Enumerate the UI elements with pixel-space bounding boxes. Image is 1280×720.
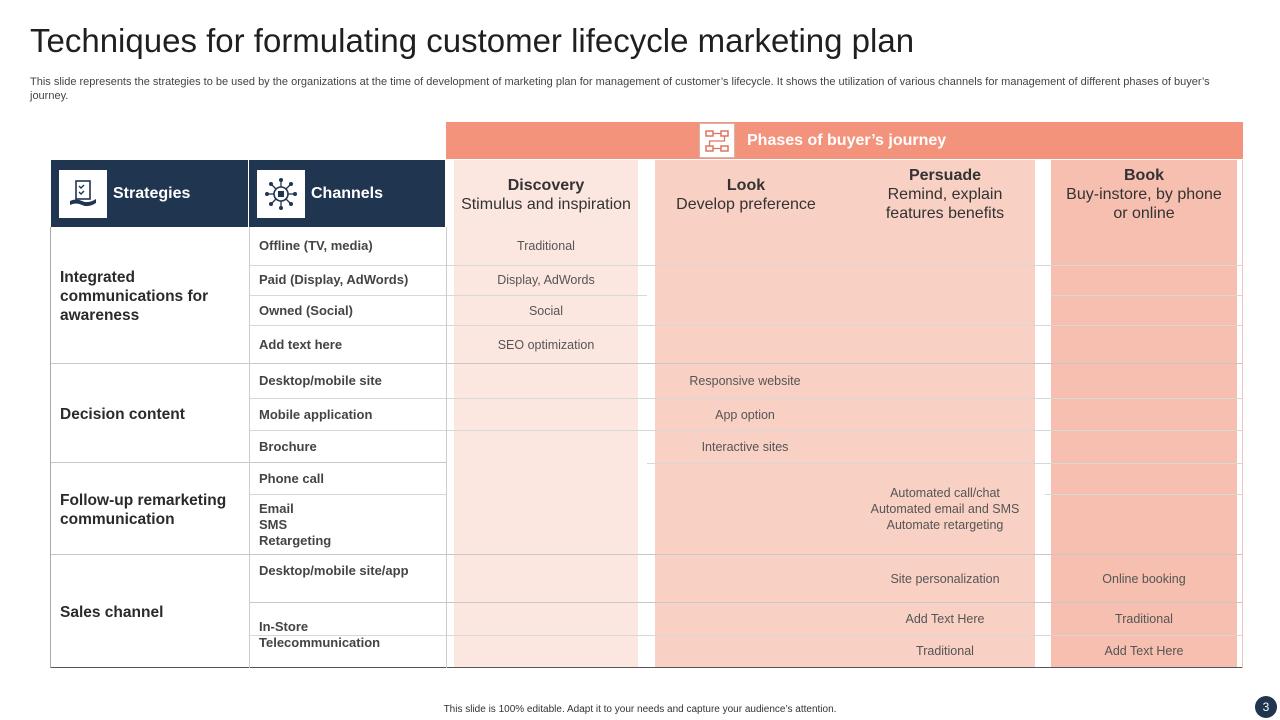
row-divider [647, 463, 1243, 464]
cell-book-add-text: Add Text Here [1104, 644, 1184, 658]
channels-header: Channels [249, 160, 446, 227]
cell-persuade-automation: Automated call/chat Automated email and … [870, 486, 1020, 532]
channel-desktop-mobile-site-app: Desktop/mobile site/app [259, 563, 409, 578]
phase-book: Book Buy-instore, by phone or online [1051, 166, 1237, 223]
channel-mobile-application: Mobile application [259, 407, 373, 422]
cell-discovery-social: Social [528, 304, 564, 318]
phase-persuade-name: Persuade [908, 167, 982, 184]
row-divider [249, 295, 647, 296]
phase-persuade: Persuade Remind, explain features benefi… [845, 166, 1045, 223]
channel-in-store-telecommunication: In-Store Telecommunication [259, 619, 381, 650]
cell-discovery-display: Display, AdWords [497, 273, 595, 287]
channel-phone-call: Phone call [259, 471, 325, 486]
row-divider [249, 265, 1243, 266]
phase-discovery-sub: Stimulus and inspiration [461, 196, 631, 213]
channel-email-sms-retargeting: Email SMS Retargeting [259, 501, 332, 548]
row-divider [1045, 494, 1243, 495]
cell-look-responsive-website: Responsive website [689, 374, 801, 388]
channel-add-text: Add text here [259, 337, 343, 352]
phase-book-sub2: or online [1113, 205, 1175, 222]
channel-offline: Offline (TV, media) [259, 238, 373, 253]
cell-look-interactive-sites: Interactive sites [701, 440, 789, 454]
column-divider [249, 227, 250, 668]
strategy-sales-channel: Sales channel [60, 604, 164, 621]
cell-persuade-add-text: Add Text Here [905, 612, 985, 626]
group-divider [51, 363, 1243, 364]
cell-persuade-traditional: Traditional [916, 644, 974, 658]
phase-discovery: Discovery Stimulus and inspiration [454, 176, 638, 214]
phase-look: Look Develop preference [655, 176, 837, 214]
phase-persuade-sub2: features benefits [885, 205, 1005, 222]
journey-flow-icon [699, 123, 735, 158]
column-divider [446, 227, 447, 668]
cell-discovery-traditional: Traditional [517, 239, 575, 253]
discovery-column [454, 160, 638, 668]
table-bottom-border [51, 667, 1243, 668]
book-column [1051, 160, 1237, 668]
table-right-border [1242, 160, 1243, 668]
page-subtitle: This slide represents the strategies to … [30, 76, 1210, 102]
row-divider [1051, 295, 1243, 296]
phase-discovery-name: Discovery [507, 177, 585, 194]
cell-discovery-seo: SEO optimization [497, 338, 595, 352]
strategy-integrated-communications: Integrated communications for awareness [60, 269, 209, 324]
strategy-decision-content: Decision content [60, 406, 185, 423]
strategies-header: Strategies [51, 160, 249, 227]
cell-book-online-booking: Online booking [1102, 572, 1186, 586]
row-divider [249, 325, 1243, 326]
phase-persuade-sub1: Remind, explain [887, 186, 1003, 203]
table-left-border [50, 227, 51, 668]
phase-book-sub1: Buy-instore, by phone [1066, 186, 1222, 203]
channel-brochure: Brochure [259, 439, 317, 454]
row-divider [249, 430, 1243, 431]
group-divider [51, 554, 1243, 555]
cell-book-traditional: Traditional [1115, 612, 1173, 626]
strategy-checklist-icon [59, 169, 107, 218]
strategies-header-label: Strategies [113, 184, 191, 202]
phase-look-sub: Develop preference [676, 196, 816, 213]
row-divider [249, 494, 447, 495]
channels-header-label: Channels [311, 184, 384, 202]
row-divider [249, 635, 1243, 636]
channel-desktop-mobile-site: Desktop/mobile site [259, 373, 382, 388]
strategy-follow-up-remarketing: Follow-up remarketing communication [60, 492, 227, 528]
phase-banner-title: Phases of buyer’s journey [747, 132, 947, 149]
page-number-badge: 3 [1255, 696, 1277, 718]
cell-persuade-site-personalization: Site personalization [890, 572, 1000, 586]
phase-look-name: Look [726, 177, 766, 194]
group-divider [249, 602, 1243, 603]
look-column [655, 160, 845, 668]
footer-note: This slide is 100% editable. Adapt it to… [443, 704, 837, 715]
phase-book-name: Book [1124, 167, 1164, 184]
channel-paid: Paid (Display, AdWords) [259, 272, 409, 287]
cell-look-app-option: App option [715, 408, 775, 422]
network-hub-icon [257, 169, 305, 218]
phase-banner: Phases of buyer’s journey [446, 122, 1243, 159]
channel-owned: Owned (Social) [259, 303, 353, 318]
row-divider [249, 398, 1243, 399]
page-title: Techniques for formulating customer life… [30, 22, 915, 59]
persuade-column [845, 160, 1035, 668]
